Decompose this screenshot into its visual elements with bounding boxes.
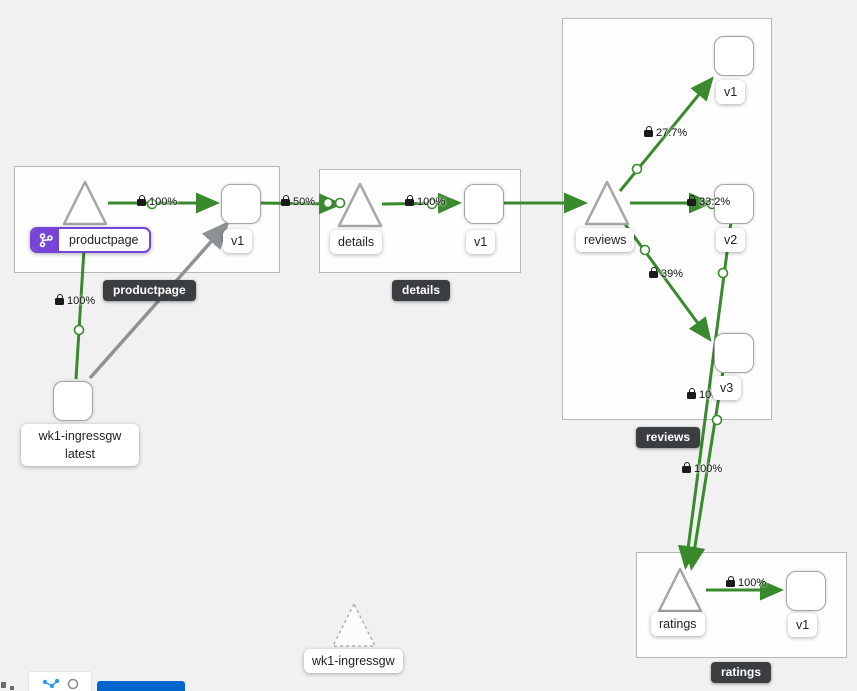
mtls-lock-icon [55, 293, 64, 305]
node-reviews-v1[interactable] [714, 36, 754, 76]
node-ingress-workload[interactable] [53, 381, 93, 421]
mtls-lock-icon [137, 194, 146, 206]
edge-percent: 27.7% [656, 127, 688, 139]
edge-percent: 39% [661, 268, 684, 280]
edge-label-details-v1: 100% [405, 194, 446, 208]
node-productpage-v1[interactable] [221, 184, 261, 224]
mtls-lock-icon [649, 266, 658, 278]
label-ratings[interactable]: ratings [651, 612, 705, 637]
mtls-lock-icon [644, 125, 653, 137]
node-ratings-v1[interactable] [786, 571, 826, 611]
label-details-v1[interactable]: v1 [466, 230, 496, 255]
code-branch-icon [32, 229, 59, 251]
edge-percent: 100% [67, 295, 96, 307]
edge-percent: 100% [694, 463, 723, 475]
edge-percent: 50% [293, 196, 316, 208]
edge-label-productpage-v1: 100% [137, 194, 178, 208]
label-ingress-workload[interactable]: wk1-ingressgw latest [21, 424, 139, 467]
node-reviews-v3[interactable] [714, 333, 754, 373]
node-label: productpage [69, 233, 139, 247]
label-idle-gateway[interactable]: wk1-ingressgw [304, 649, 403, 674]
mtls-lock-icon [281, 194, 290, 206]
edge-label-reviews-v3: 39% [649, 266, 684, 280]
label-reviews[interactable]: reviews [576, 228, 635, 253]
mtls-lock-icon [405, 194, 414, 206]
mini-graph-icon [42, 678, 60, 689]
node-reviews-service[interactable] [584, 180, 630, 226]
edge-label-ratings-v1: 100% [726, 575, 767, 589]
node-details-service[interactable] [337, 182, 383, 228]
edge-percent: 100% [149, 196, 178, 208]
edge-ingress-to-productpage[interactable] [73, 227, 95, 380]
ingress-version-line: latest [65, 447, 95, 462]
graph-overview-button[interactable] [28, 671, 92, 691]
edge-label-v3-ratings: 100% [682, 461, 723, 475]
label-reviews-v3[interactable]: v3 [712, 376, 742, 401]
mtls-lock-icon [687, 387, 696, 399]
node-ratings-service[interactable] [657, 567, 703, 613]
badge-ratings: ratings [711, 662, 772, 683]
edge-ingress-to-productpage-v1[interactable] [88, 220, 230, 380]
mtls-lock-icon [687, 194, 696, 206]
edge-percent: 100% [417, 196, 446, 208]
badge-details: details [392, 280, 451, 301]
node-idle-gateway-service[interactable] [332, 603, 376, 647]
traffic-rate-dots [73, 163, 729, 426]
label-ratings-v1[interactable]: v1 [788, 613, 818, 638]
label-reviews-v1[interactable]: v1 [716, 80, 746, 105]
node-details-v1[interactable] [464, 184, 504, 224]
edge-v2-to-ratings[interactable] [677, 221, 733, 570]
label-reviews-v2[interactable]: v2 [716, 228, 746, 253]
label-productpage-v1[interactable]: v1 [223, 229, 253, 254]
productpage-selected-label[interactable]: productpage [30, 227, 151, 253]
badge-reviews: reviews [636, 427, 701, 448]
mtls-lock-icon [726, 575, 735, 587]
mini-circle-icon [67, 678, 79, 690]
zoom-control-glyph[interactable] [10, 686, 14, 690]
legend-button[interactable]: Legend [97, 681, 185, 691]
badge-productpage: productpage [103, 280, 196, 301]
label-details[interactable]: details [330, 230, 383, 255]
node-reviews-v2[interactable] [714, 184, 754, 224]
zoom-control-glyph[interactable] [1, 682, 6, 688]
ingress-name-line: wk1-ingressgw [38, 429, 122, 443]
edge-label-v1-details: 50% [281, 194, 316, 208]
node-productpage-service[interactable] [62, 180, 108, 226]
edge-label-reviews-v2: 33.2% [687, 194, 731, 208]
mtls-lock-icon [682, 461, 691, 473]
edge-label-ingress-productpage: 100% [55, 293, 96, 307]
edge-percent: 100% [738, 577, 767, 589]
edge-label-reviews-v1: 27.7% [644, 125, 688, 139]
edge-details-to-v1[interactable] [381, 192, 462, 214]
edge-v3-to-ratings[interactable] [684, 370, 725, 571]
edge-percent: 33.2% [699, 196, 731, 208]
